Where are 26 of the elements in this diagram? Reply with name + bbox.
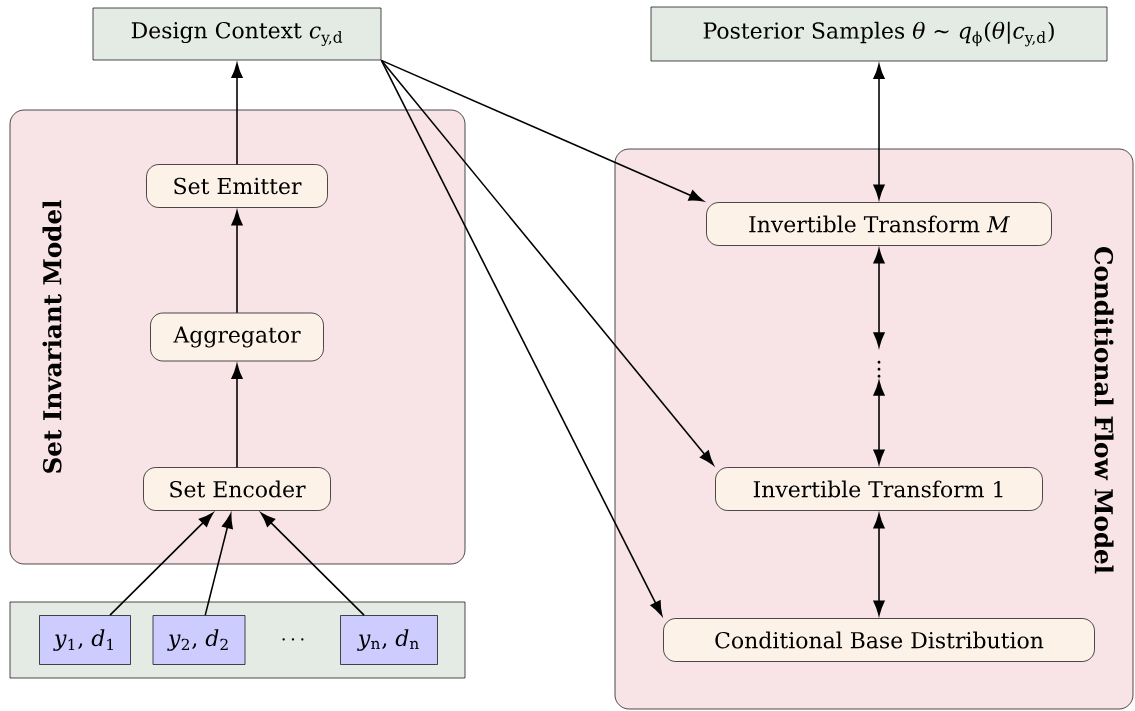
process-box: Aggregator <box>150 312 324 362</box>
arrow <box>380 59 663 616</box>
arrow <box>873 513 885 616</box>
process-box: Invertible Transform M <box>706 202 1052 246</box>
arrow <box>260 512 365 616</box>
arrow <box>231 210 243 314</box>
arrow <box>873 64 885 200</box>
arrow <box>231 63 243 165</box>
arrow <box>204 513 233 616</box>
ellipsis: $\cdots$ <box>282 638 304 641</box>
arrow <box>109 512 214 616</box>
input-box: y$_{1}$, d$_{1}$ <box>39 615 131 665</box>
context-box: Posterior Samples θ ∼ q$_{ϕ}$(θ|c$_{y,d}$) <box>650 6 1108 62</box>
input-box: y$_{n}$, d$_{n}$ <box>340 615 438 665</box>
arrow <box>231 364 243 468</box>
process-box: Invertible Transform 1 <box>715 467 1043 511</box>
arrow <box>380 59 714 466</box>
process-box: Conditional Base Distribution <box>663 618 1095 662</box>
process-box: Set Emitter <box>146 164 328 208</box>
process-box: Set Encoder <box>143 467 331 511</box>
ellipsis: $\vdots$ <box>877 360 881 378</box>
arrow <box>873 248 885 348</box>
input-box: y$_{2}$, d$_{2}$ <box>152 615 246 665</box>
context-box: Design Context c$_{y,d}$ <box>92 7 382 61</box>
arrow <box>380 59 704 202</box>
arrow <box>873 380 885 465</box>
